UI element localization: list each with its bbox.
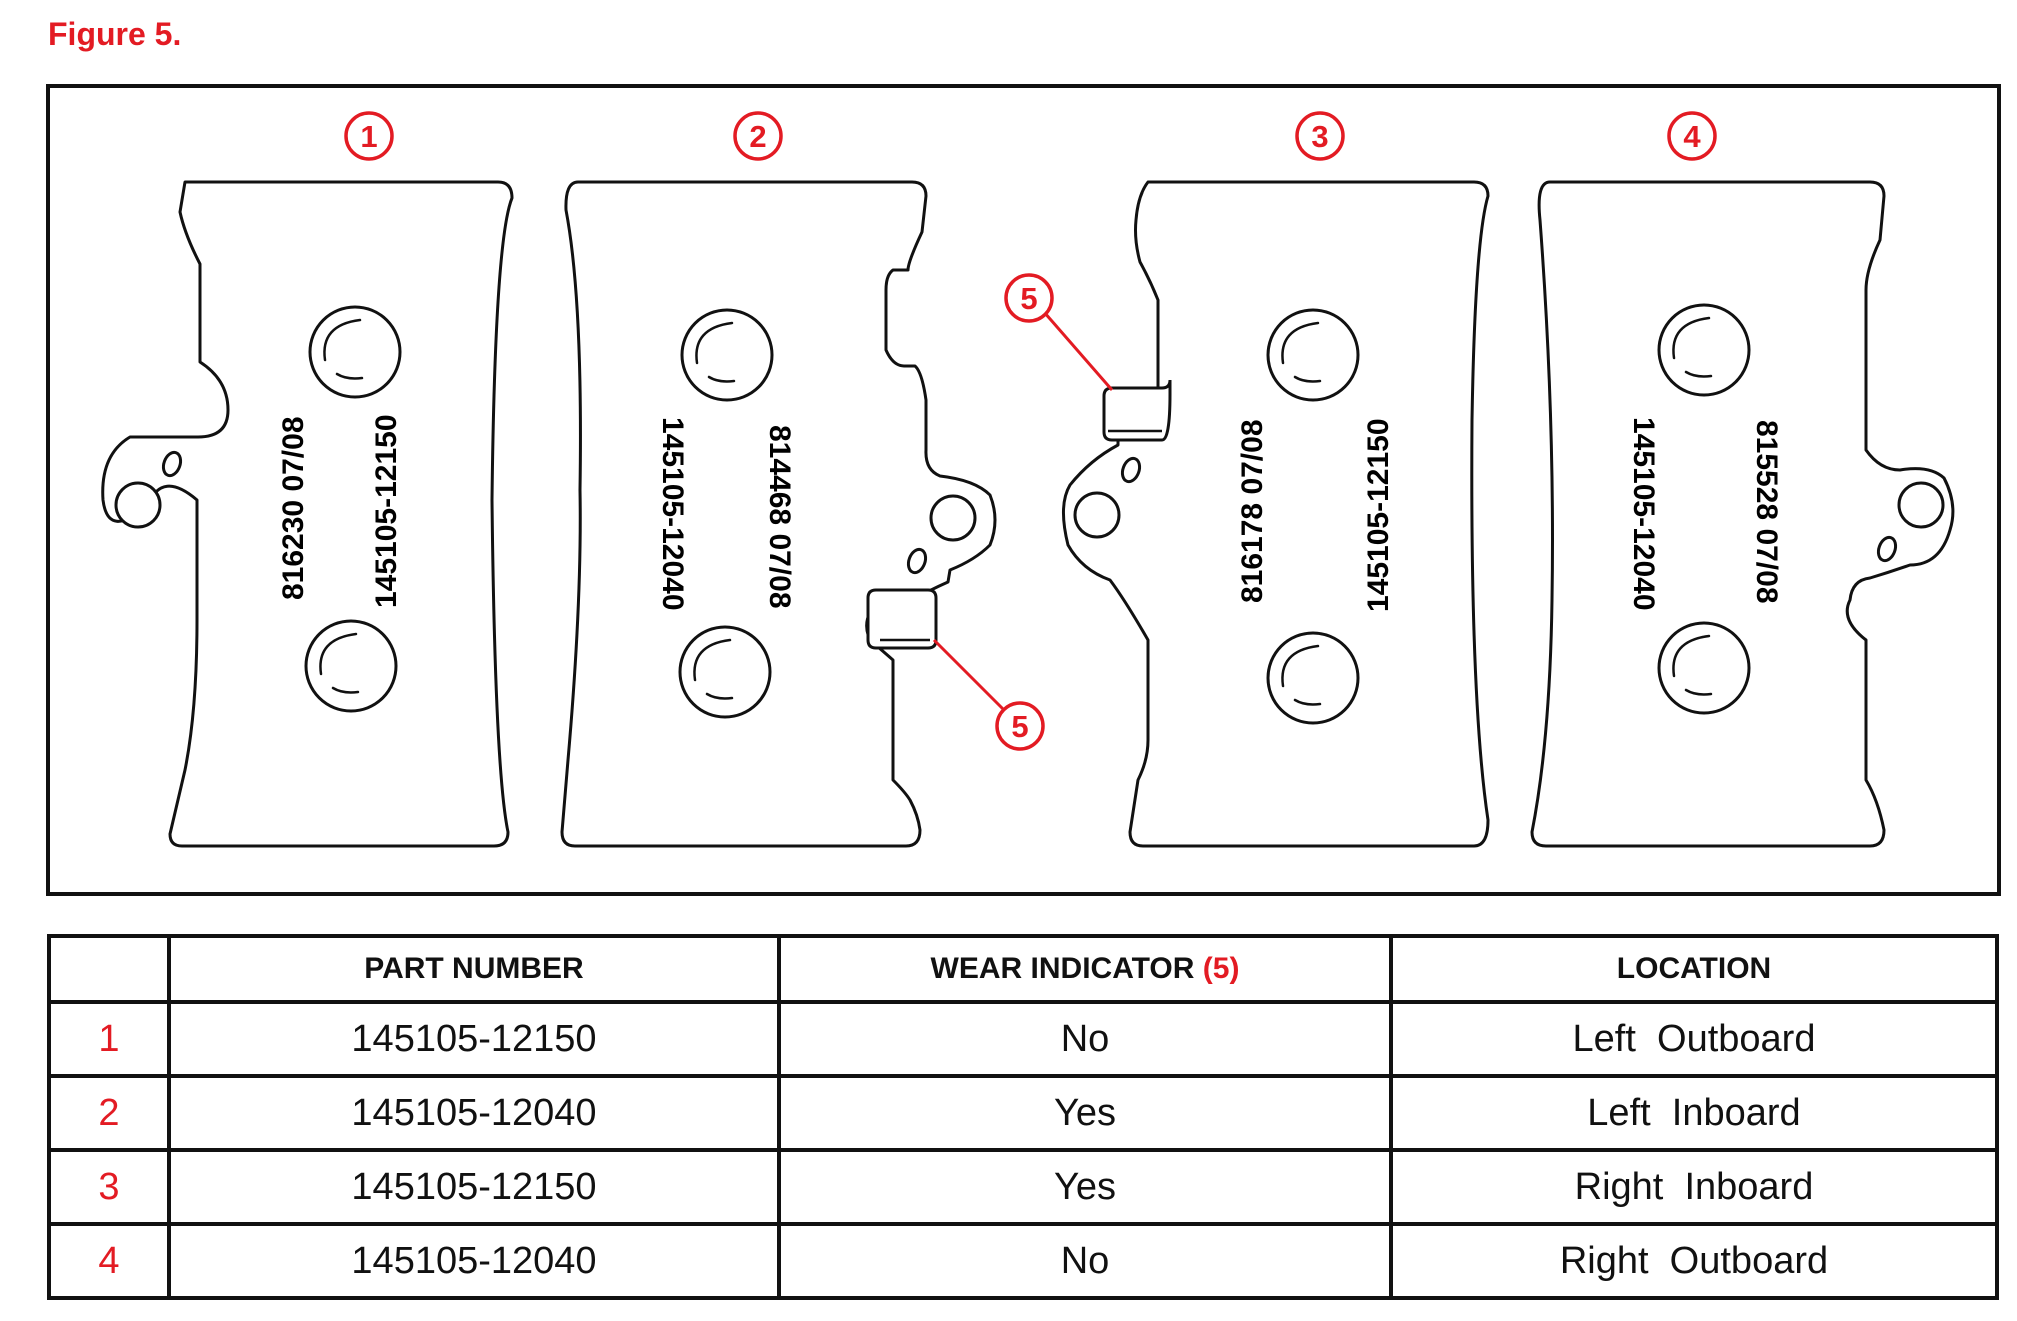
header-index bbox=[47, 934, 171, 1004]
table-row: 1 145105-12150 No Left Outboard bbox=[47, 1000, 1999, 1078]
row-index: 3 bbox=[47, 1148, 171, 1226]
header-wear-indicator-label: WEAR INDICATOR bbox=[930, 952, 1195, 985]
pad-2-stamp: 814468 07/08 bbox=[763, 425, 796, 609]
parts-table: PART NUMBER WEAR INDICATOR (5) LOCATION … bbox=[47, 934, 1999, 1300]
pad-1: 816230 07/08 145105-12150 bbox=[101, 180, 514, 848]
row-wear-indicator: Yes bbox=[777, 1148, 1393, 1226]
callout-5-upper: 5 bbox=[1004, 273, 1054, 323]
row-location: Right Outboard bbox=[1389, 1222, 1999, 1300]
pad-4-part-number: 145105-12040 bbox=[1627, 417, 1660, 611]
row-index: 1 bbox=[47, 1000, 171, 1078]
wear-indicator-leader-upper bbox=[1042, 311, 1114, 391]
row-index: 4 bbox=[47, 1222, 171, 1300]
row-part-number: 145105-12150 bbox=[167, 1148, 781, 1226]
svg-text:3: 3 bbox=[1311, 119, 1328, 154]
svg-text:4: 4 bbox=[1683, 119, 1701, 154]
row-wear-indicator: Yes bbox=[777, 1074, 1393, 1152]
row-location: Left Outboard bbox=[1389, 1000, 1999, 1078]
row-location: Left Inboard bbox=[1389, 1074, 1999, 1152]
pad-3: 816178 07/08 145105-12150 bbox=[1062, 180, 1490, 848]
header-wear-indicator-ref: (5) bbox=[1202, 952, 1240, 985]
row-part-number: 145105-12040 bbox=[167, 1074, 781, 1152]
pad-3-wear-indicator bbox=[1102, 379, 1172, 442]
pad-2-part-number: 145105-12040 bbox=[656, 417, 689, 611]
pad-4-stamp: 815528 07/08 bbox=[1750, 420, 1783, 604]
pad-3-part-number: 145105-12150 bbox=[1362, 418, 1395, 612]
header-location: LOCATION bbox=[1389, 934, 1999, 1004]
pad-1-part-number: 145105-12150 bbox=[370, 414, 403, 608]
row-part-number: 145105-12040 bbox=[167, 1222, 781, 1300]
callout-4: 4 bbox=[1667, 111, 1717, 161]
callout-3: 3 bbox=[1295, 111, 1345, 161]
table-row: 3 145105-12150 Yes Right Inboard bbox=[47, 1148, 1999, 1226]
table-header-row: PART NUMBER WEAR INDICATOR (5) LOCATION bbox=[47, 934, 1999, 1004]
pad-1-stamp: 816230 07/08 bbox=[277, 416, 310, 600]
diagram-frame bbox=[46, 84, 2001, 896]
svg-text:5: 5 bbox=[1011, 709, 1028, 744]
table-row: 4 145105-12040 No Right Outboard bbox=[47, 1222, 1999, 1300]
row-part-number: 145105-12150 bbox=[167, 1000, 781, 1078]
pad-4: 145105-12040 815528 07/08 bbox=[1530, 180, 1955, 848]
pad-3-stamp: 816178 07/08 bbox=[1236, 419, 1269, 603]
callout-5-lower: 5 bbox=[995, 701, 1045, 751]
callout-1: 1 bbox=[344, 111, 394, 161]
header-wear-indicator: WEAR INDICATOR (5) bbox=[777, 934, 1393, 1004]
figure-title: Figure 5. bbox=[48, 16, 182, 52]
row-wear-indicator: No bbox=[777, 1000, 1393, 1078]
row-wear-indicator: No bbox=[777, 1222, 1393, 1300]
table-row: 2 145105-12040 Yes Left Inboard bbox=[47, 1074, 1999, 1152]
svg-text:1: 1 bbox=[360, 119, 377, 154]
pad-2-wear-indicator bbox=[866, 588, 938, 650]
row-location: Right Inboard bbox=[1389, 1148, 1999, 1226]
wear-indicator-leader-lower bbox=[932, 638, 1008, 714]
callout-2: 2 bbox=[733, 111, 783, 161]
row-index: 2 bbox=[47, 1074, 171, 1152]
svg-text:2: 2 bbox=[749, 119, 766, 154]
pad-2: 145105-12040 814468 07/08 bbox=[560, 180, 997, 848]
svg-text:5: 5 bbox=[1020, 281, 1037, 316]
brake-pad-diagram: 816230 07/08 145105-12150 145105-12040 8… bbox=[46, 84, 2001, 896]
header-part-number: PART NUMBER bbox=[167, 934, 781, 1004]
